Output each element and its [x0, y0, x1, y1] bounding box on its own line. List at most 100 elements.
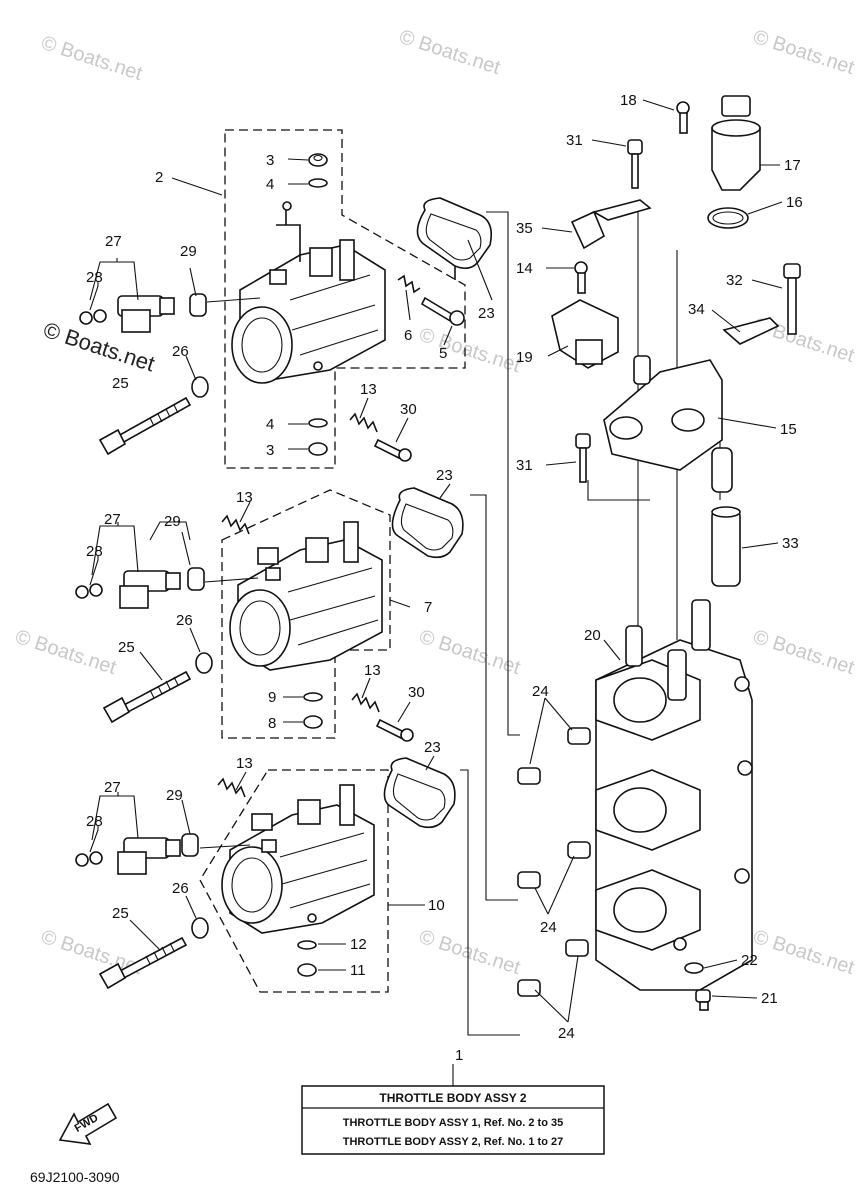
callout-27: 27: [104, 779, 121, 796]
callout-20: 20: [584, 627, 601, 644]
callout-29: 29: [166, 787, 183, 804]
spring-13-lower: [217, 777, 246, 798]
bracket-34: [722, 317, 780, 345]
callout-26: 26: [172, 343, 189, 360]
callout-26: 26: [172, 880, 189, 897]
seal-29-lower: [181, 833, 199, 857]
throttle-body-middle: [229, 521, 383, 671]
callout-26: 26: [176, 612, 193, 629]
washer-26-middle: [195, 652, 213, 674]
watermark-text: © Boats.net: [416, 626, 523, 679]
screw-30-middle: [375, 718, 414, 742]
callout-23: 23: [424, 739, 441, 756]
intake-manifold-20: [595, 599, 753, 991]
caption-line-2: THROTTLE BODY ASSY 2, Ref. No. 1 to 27: [343, 1136, 563, 1148]
callout-12: 12: [350, 936, 367, 953]
callout-28: 28: [86, 813, 103, 830]
screw-18: [676, 101, 690, 134]
bolt-32: [783, 263, 801, 335]
callout-25: 25: [112, 905, 129, 922]
collars-24: [517, 727, 591, 997]
callout-33: 33: [782, 535, 799, 552]
callout-24: 24: [558, 1025, 575, 1042]
callout-35: 35: [516, 220, 533, 237]
injector-lower: [75, 837, 181, 875]
watermark-text: © Boats.net: [12, 626, 119, 679]
watermark-text: © Boats.net: [750, 926, 857, 979]
callout-5: 5: [439, 345, 447, 362]
callout-27: 27: [105, 233, 122, 250]
caption-line-1: THROTTLE BODY ASSY 1, Ref. No. 2 to 35: [343, 1117, 563, 1129]
callout-30: 30: [408, 684, 425, 701]
bolt-25-upper: [98, 396, 192, 456]
screw-30-upper: [373, 438, 412, 462]
callout-25: 25: [118, 639, 135, 656]
throttle-body-lower-group: [75, 757, 456, 993]
callout-29: 29: [164, 513, 181, 530]
callout-25: 25: [112, 375, 129, 392]
callout-15: 15: [780, 421, 797, 438]
drain-screw-21: [695, 989, 711, 1011]
callout-16: 16: [786, 194, 803, 211]
washer-26-upper: [191, 376, 209, 398]
bolt-31-upper: [627, 139, 643, 189]
callout-3: 3: [266, 152, 274, 169]
callout-3: 3: [266, 442, 274, 459]
caption-title: THROTTLE BODY ASSY 2: [379, 1091, 526, 1105]
callout-22: 22: [741, 952, 758, 969]
callout-23: 23: [436, 467, 453, 484]
callout-18: 18: [620, 92, 637, 109]
callout-13: 13: [236, 489, 253, 506]
spring-6: [397, 274, 421, 294]
callout-21: 21: [761, 990, 778, 1007]
injector-upper: [79, 295, 175, 333]
callout-numbers: 2 3 4 4 3 27 28 29 26 25 23 6 5 13 30 13…: [86, 92, 803, 1064]
diagram-code: 69J2100-3090: [30, 1169, 120, 1185]
callout-7: 7: [424, 599, 432, 616]
callout-2: 2: [155, 169, 163, 186]
callout-14: 14: [516, 260, 533, 277]
sensor-17: [711, 95, 761, 191]
bolt-31-lower: [575, 433, 591, 483]
screw-14: [574, 261, 588, 294]
watermark-text: © Boats.net: [750, 626, 857, 679]
bolt-25-middle: [102, 670, 192, 724]
watermark-text: © Boats.net: [750, 26, 857, 79]
manifold-block-15: [603, 355, 733, 493]
callout-31: 31: [516, 457, 533, 474]
washer-26-lower: [191, 917, 209, 939]
callout-30: 30: [400, 401, 417, 418]
throttle-body-upper: [231, 201, 386, 384]
leader-lines: [89, 99, 783, 1086]
seal-29-upper: [189, 293, 207, 317]
gasket-middle: [391, 487, 464, 559]
callout-34: 34: [688, 301, 705, 318]
callout-13: 13: [364, 662, 381, 679]
spring-13-middle-top: [221, 514, 250, 535]
o-ring-16: [707, 207, 749, 229]
watermark-text: © Boats.net: [416, 324, 523, 377]
bracket-35: [570, 199, 652, 250]
nuts-washers-upper: [308, 153, 328, 456]
callout-19: 19: [516, 349, 533, 366]
callout-23: 23: [478, 305, 495, 322]
callout-31: 31: [566, 132, 583, 149]
callout-28: 28: [86, 269, 103, 286]
callout-17: 17: [784, 157, 801, 174]
callout-13: 13: [236, 755, 253, 772]
sensor-19: [551, 299, 619, 369]
callout-11: 11: [350, 962, 366, 979]
seal-29-middle: [187, 567, 205, 591]
callout-24: 24: [540, 919, 557, 936]
callout-32: 32: [726, 272, 743, 289]
callout-10: 10: [428, 897, 445, 914]
fwd-arrow-icon: FWD: [58, 1102, 118, 1145]
callout-4: 4: [266, 176, 274, 193]
watermark-text: © Boats.net: [396, 26, 503, 79]
throttle-body-upper-group: [79, 129, 493, 469]
watermark-text: © Boats.net: [38, 32, 145, 85]
injector-middle: [75, 570, 181, 609]
nuts-washers-lower: [297, 940, 317, 977]
callout-9: 9: [268, 689, 276, 706]
